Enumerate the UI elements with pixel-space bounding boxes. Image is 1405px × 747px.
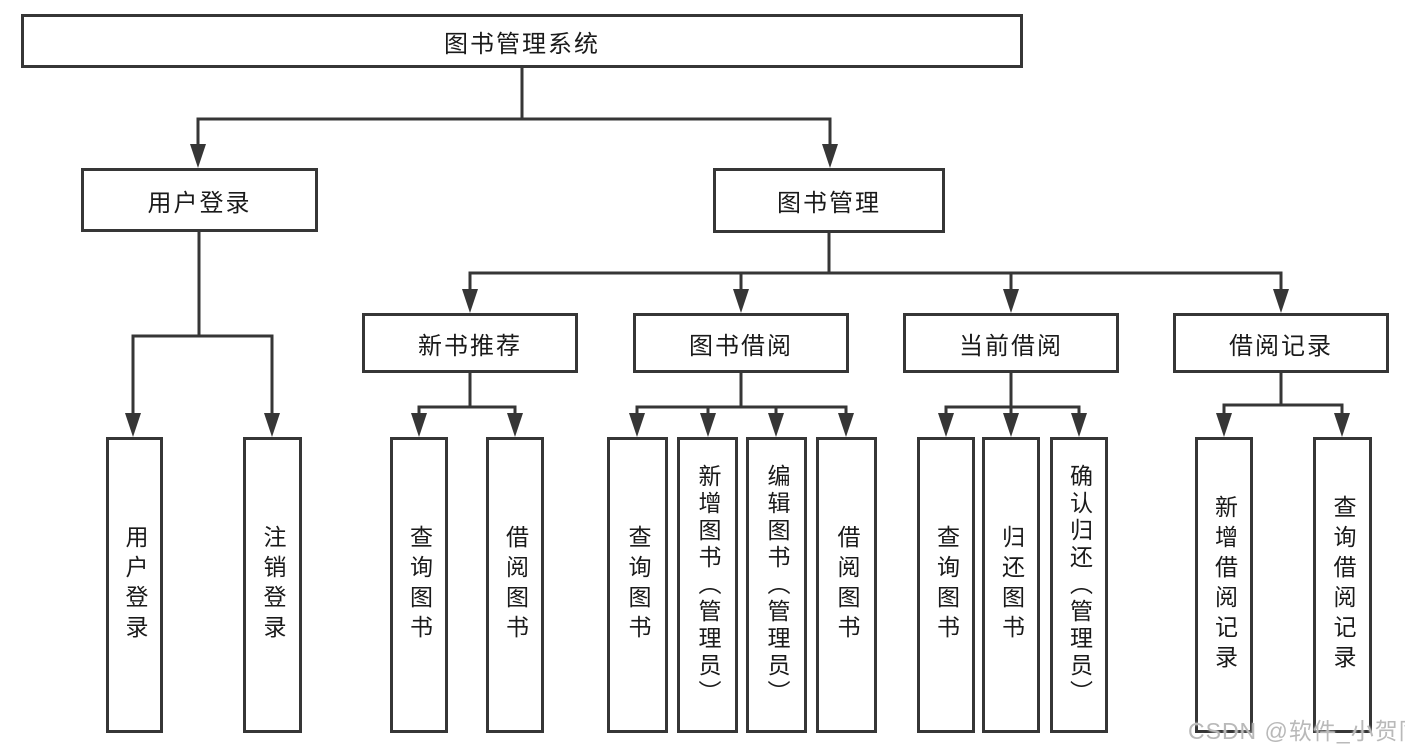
leaf-borrow-query-book: 查询图书 xyxy=(607,437,668,733)
leaf-borrow-edit-book-admin-label: 编辑图书（管理员） xyxy=(764,463,790,707)
leaf-current-return-book-label: 归还图书 xyxy=(998,525,1025,645)
leaf-user-login: 用户登录 xyxy=(106,437,163,733)
leaf-current-return-book: 归还图书 xyxy=(982,437,1040,733)
node-user-login: 用户登录 xyxy=(81,168,318,232)
node-borrow-records-label: 借阅记录 xyxy=(1229,332,1333,360)
node-book-borrowing-label: 图书借阅 xyxy=(689,332,793,360)
node-borrow-records: 借阅记录 xyxy=(1173,313,1389,373)
leaf-borrow-borrow-book: 借阅图书 xyxy=(816,437,877,733)
leaf-borrow-borrow-book-label: 借阅图书 xyxy=(834,525,860,645)
leaf-logout: 注销登录 xyxy=(243,437,302,733)
arrowheads xyxy=(125,144,1350,437)
leaf-current-confirm-return-admin-label: 确认归还（管理员） xyxy=(1066,463,1093,707)
leaf-records-query-record: 查询借阅记录 xyxy=(1313,437,1372,733)
leaf-newbook-query-book-label: 查询图书 xyxy=(406,525,433,645)
leaf-borrow-add-book-admin-label: 新增图书（管理员） xyxy=(695,463,721,707)
leaf-newbook-query-book: 查询图书 xyxy=(390,437,448,733)
leaf-user-login-label: 用户登录 xyxy=(122,525,148,645)
leaf-newbook-borrow-book: 借阅图书 xyxy=(486,437,544,733)
node-book-management-label: 图书管理 xyxy=(777,190,881,217)
node-current-borrowing-label: 当前借阅 xyxy=(959,332,1063,360)
node-book-management: 图书管理 xyxy=(713,168,945,233)
node-root: 图书管理系统 xyxy=(21,14,1023,68)
leaf-records-query-record-label: 查询借阅记录 xyxy=(1330,495,1356,675)
node-current-borrowing: 当前借阅 xyxy=(903,313,1119,373)
leaf-records-add-record: 新增借阅记录 xyxy=(1195,437,1253,733)
node-book-borrowing: 图书借阅 xyxy=(633,313,849,373)
leaf-current-confirm-return-admin: 确认归还（管理员） xyxy=(1050,437,1108,733)
leaf-borrow-add-book-admin: 新增图书（管理员） xyxy=(677,437,738,733)
leaf-records-add-record-label: 新增借阅记录 xyxy=(1211,495,1238,675)
leaf-newbook-borrow-book-label: 借阅图书 xyxy=(502,525,529,645)
csdn-watermark: CSDN @软件_小贺同学 xyxy=(1188,718,1405,744)
node-user-login-label: 用户登录 xyxy=(147,189,252,217)
node-new-book-recommend-label: 新书推荐 xyxy=(418,332,522,360)
connector-segments xyxy=(131,68,1344,415)
node-new-book-recommend: 新书推荐 xyxy=(362,313,578,373)
leaf-current-query-book-label: 查询图书 xyxy=(933,525,960,645)
leaf-current-query-book: 查询图书 xyxy=(917,437,975,733)
leaf-borrow-edit-book-admin: 编辑图书（管理员） xyxy=(746,437,807,733)
leaf-logout-label: 注销登录 xyxy=(260,525,286,645)
leaf-borrow-query-book-label: 查询图书 xyxy=(625,525,651,645)
node-root-label: 图书管理系统 xyxy=(444,30,600,58)
